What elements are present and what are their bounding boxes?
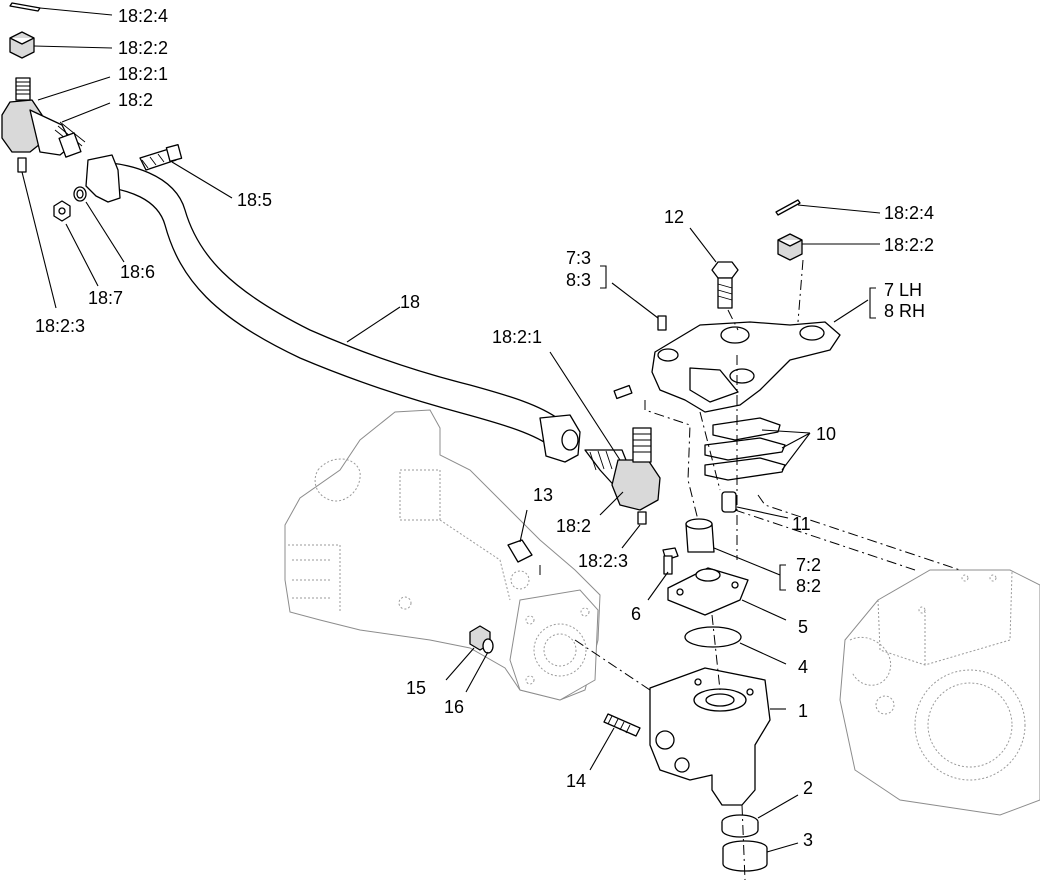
callout-18-2-mid: 18:2 <box>556 516 591 536</box>
callout-18-2-3-mid: 18:2:3 <box>578 551 628 571</box>
callout-7-2: 7:2 <box>796 555 821 575</box>
grease-fitting-7-3 <box>657 315 667 331</box>
callout-5: 5 <box>798 617 808 637</box>
callout-4: 4 <box>798 657 808 677</box>
bolt-13 <box>507 539 533 563</box>
callout-18-6: 18:6 <box>120 262 155 282</box>
callout-8-rh: 8 RH <box>884 301 925 321</box>
castle-nut-left <box>9 31 35 59</box>
callout-14: 14 <box>566 771 586 791</box>
tie-rod-end-mid <box>584 427 661 525</box>
callout-7-lh: 7 LH <box>884 280 922 300</box>
washer-16 <box>482 638 494 654</box>
callout-3: 3 <box>803 830 813 850</box>
cotter-pin-right <box>775 199 801 216</box>
callout-18-2-top: 18:2 <box>118 90 153 110</box>
cotter-pin-left <box>9 2 41 12</box>
knuckle-1 <box>649 667 771 806</box>
bushing-11 <box>721 491 737 513</box>
callout-10: 10 <box>816 424 836 444</box>
axle-housing-ghost <box>284 409 601 701</box>
callout-2: 2 <box>803 778 813 798</box>
callout-18-2-4-right: 18:2:4 <box>884 203 934 223</box>
bolt-6 <box>662 547 679 575</box>
bushing-2 <box>721 814 759 838</box>
axle-housing-right-ghost <box>839 569 1040 816</box>
nut-18-7 <box>53 200 71 222</box>
grease-fitting-side <box>613 384 633 400</box>
o-ring-4 <box>684 626 742 648</box>
callout-18-2-1-top: 18:2:1 <box>118 64 168 84</box>
callout-18-2-1-mid: 18:2:1 <box>492 327 542 347</box>
callout-12: 12 <box>664 207 684 227</box>
tie-rod <box>85 154 581 463</box>
callout-labels: 18:2:4 18:2:2 18:2:1 18:2 18:5 18:6 18:7… <box>35 6 934 850</box>
leader-lines <box>21 7 881 853</box>
callout-18-2-2-right: 18:2:2 <box>884 235 934 255</box>
callout-1: 1 <box>798 701 808 721</box>
callout-18-5: 18:5 <box>237 190 272 210</box>
callout-18-2-4-top: 18:2:4 <box>118 6 168 26</box>
callout-8-2: 8:2 <box>796 576 821 596</box>
callout-13: 13 <box>533 485 553 505</box>
castle-nut-right <box>777 233 803 261</box>
callout-15: 15 <box>406 678 426 698</box>
callout-6: 6 <box>631 604 641 624</box>
callout-16: 16 <box>444 697 464 717</box>
tie-rod-end-left <box>1 77 86 173</box>
callout-11: 11 <box>792 514 811 534</box>
stud-14 <box>603 713 641 737</box>
callout-7-3: 7:3 <box>566 248 591 268</box>
callout-18-2-3-left: 18:2:3 <box>35 316 85 336</box>
callout-8-3: 8:3 <box>566 270 591 290</box>
cap-5 <box>667 567 749 616</box>
bolt-18-5 <box>139 144 183 171</box>
callout-18: 18 <box>400 292 420 312</box>
steering-arm <box>651 321 841 413</box>
callout-18-7: 18:7 <box>88 288 123 308</box>
washer-18-6 <box>73 186 87 202</box>
assembly-axis-lines <box>539 259 961 881</box>
sleeve-7-2 <box>685 518 715 553</box>
shims-10 <box>704 417 786 481</box>
bolt-12 <box>711 261 739 309</box>
bushing-3 <box>722 840 768 872</box>
callout-18-2-2-top: 18:2:2 <box>118 38 168 58</box>
